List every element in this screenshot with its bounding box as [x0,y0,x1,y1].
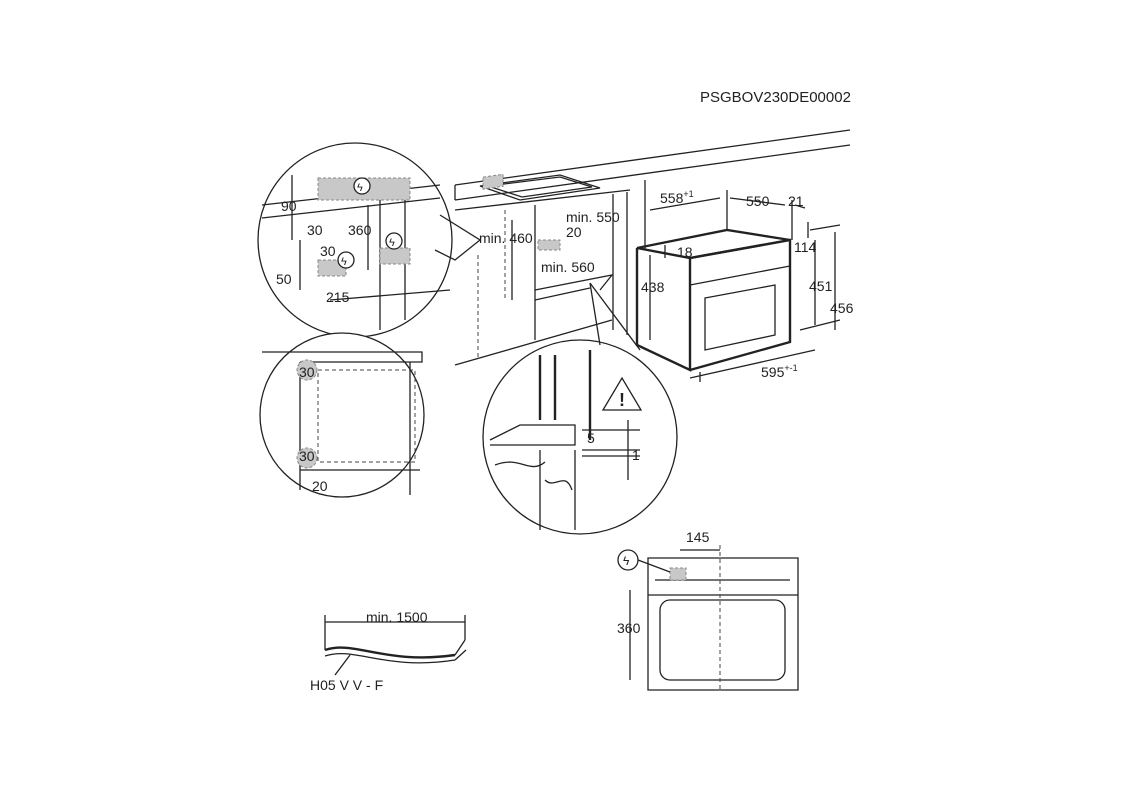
oven-width-label: 595+-1 [761,363,798,380]
side-dim-20: 20 [312,478,328,494]
lightning-icon: ϟ [341,256,347,268]
dim-50: 50 [276,271,292,287]
lightning-icon: ϟ [623,554,630,568]
cable-drawing: min. 1500 H05 V V - F [310,609,467,693]
warning-mark: ! [619,390,625,410]
gap-leader [589,282,641,351]
dim-360: 360 [348,222,372,238]
lightning-icon: ϟ [357,182,363,194]
oven-21-label: 21 [788,193,804,209]
connection-dim-360: 360 [617,620,641,636]
cabinet-niche: min. 460 min. 550 20 min. 560 [454,173,631,366]
gap-20-label: 20 [566,224,582,240]
oven-114-label: 114 [794,239,817,255]
dim-215: 215 [326,289,350,305]
oven-451-label: 451 [809,278,833,294]
oven-456-label: 456 [830,300,854,316]
dim-90: 90 [281,198,297,214]
side-dim-30-bottom: 30 [299,448,315,464]
min-550-label: min. 550 [566,209,620,225]
gap-dim-5: 5 [587,430,595,446]
dim-30-b: 30 [320,243,336,259]
oven-drawing: 558+1 550 21 18 114 438 451 456 595+-1 [635,180,854,382]
min-460-label: min. 460 [479,230,533,246]
side-dim-30-top: 30 [299,364,315,380]
connection-position-drawing: ϟ 145 360 [617,529,799,691]
cable-type-label: H05 V V - F [310,677,383,693]
oven-438-label: 438 [641,279,665,295]
detail-side-clearance-circle: 30 30 20 [259,332,425,498]
detail-electrical-circle: ϟ ϟ ϟ 90 30 360 30 50 215 [257,142,453,338]
cable-length-label: min. 1500 [366,609,428,625]
countertop [454,129,851,201]
gap-dim-1: 1 [632,447,640,463]
warning-icon [601,376,643,411]
min-560-label: min. 560 [541,259,595,275]
detail-leader [434,214,482,261]
detail-gap-circle: ! 5 1 [482,339,678,535]
dim-30-a: 30 [307,222,323,238]
oven-550-label: 550 [746,193,770,209]
lightning-icon: ϟ [389,237,395,249]
document-code: PSGBOV230DE00002 [700,89,851,106]
oven-18-label: 18 [677,244,693,260]
connection-dim-145: 145 [686,529,710,545]
oven-depth-label: 558+1 [660,189,694,206]
